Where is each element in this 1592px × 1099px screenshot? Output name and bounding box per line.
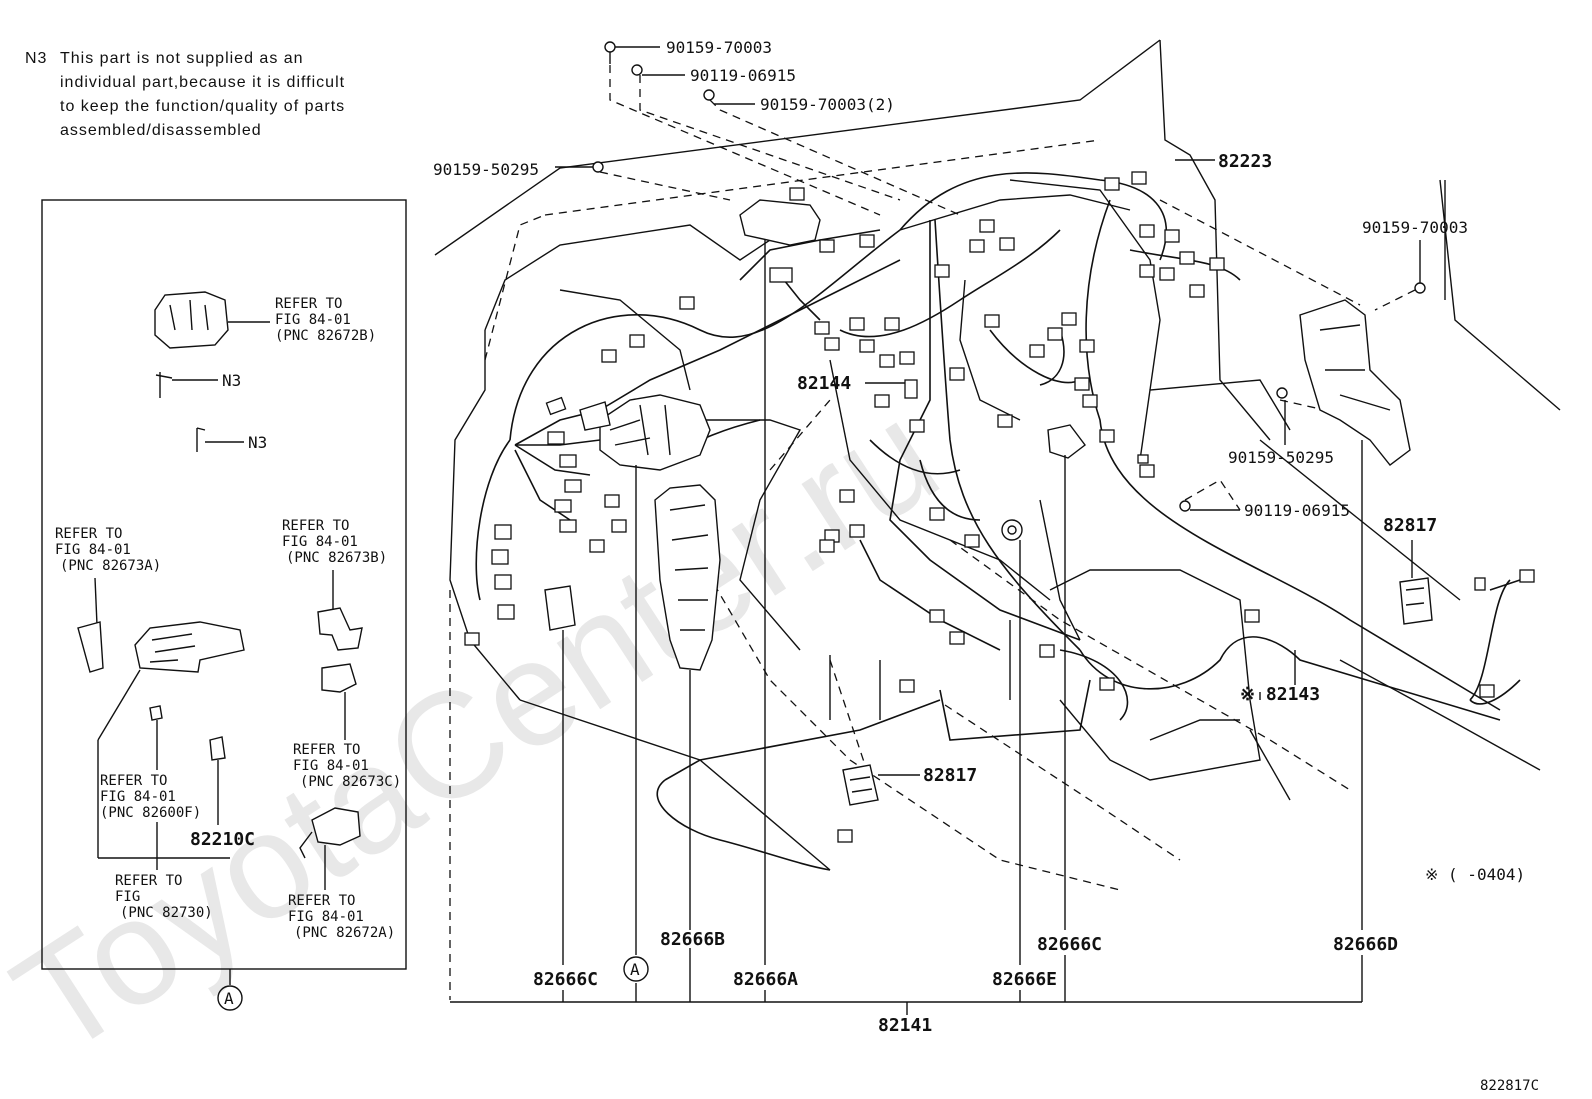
inset-ref-2: REFER TO FIG 84-01 (PNC 82673A) — [55, 526, 161, 673]
label-82817-mid: 82817 — [923, 765, 977, 786]
clip-82666e — [1001, 519, 1023, 541]
sensor-82817-right — [1399, 577, 1433, 625]
inset-circle-a — [217, 985, 243, 1011]
svg-text:REFER TO: REFER TO — [275, 296, 342, 312]
relay-block-main — [579, 394, 711, 471]
svg-text:FIG: FIG — [115, 889, 140, 905]
label-82666c-right: 82666C — [1037, 934, 1102, 955]
note-line-1: This part is not supplied as an — [60, 50, 304, 67]
label-82666c-left: 82666C — [533, 969, 598, 990]
bracket-82666c-left — [544, 585, 576, 631]
label-90159-50295-right: 90159-50295 — [1228, 448, 1334, 467]
inset-ref-6: REFER TO FIG (PNC 82730) — [115, 873, 213, 921]
svg-text:FIG 84-01: FIG 84-01 — [275, 312, 351, 328]
label-90159-70003-top: 90159-70003 — [666, 38, 772, 57]
svg-text:(PNC 82672A): (PNC 82672A) — [294, 925, 395, 941]
inset-fuse-2 — [209, 736, 226, 825]
ecu-82223 — [1299, 299, 1411, 466]
svg-text:FIG 84-01: FIG 84-01 — [288, 909, 364, 925]
main-labels: 90159-70003 90119-06915 90159-70003(2) 9… — [433, 38, 1539, 1094]
inset-ref-3: REFER TO FIG 84-01 (PNC 82673B) — [282, 518, 387, 651]
note-line-2: individual part,because it is difficult — [60, 74, 345, 91]
harness-connectors — [464, 171, 1535, 843]
label-82817-right: 82817 — [1383, 515, 1437, 536]
main-circle-a — [623, 956, 649, 982]
svg-text:FIG 84-01: FIG 84-01 — [55, 542, 131, 558]
svg-text:FIG 84-01: FIG 84-01 — [100, 789, 176, 805]
label-82666e: 82666E — [992, 969, 1057, 990]
note-code: N3 — [25, 50, 47, 67]
label-82143: ※ 82143 — [1240, 684, 1320, 705]
n3-label-1: N3 — [222, 371, 241, 390]
inset-panel: REFER TO FIG 84-01 (PNC 82672B) N3 N3 RE… — [41, 199, 407, 1011]
inset-ref-1: REFER TO FIG 84-01 (PNC 82672B) — [275, 296, 376, 344]
label-82666b: 82666B — [660, 929, 725, 950]
note-line-3: to keep the function/quality of parts — [60, 98, 345, 115]
label-82223: 82223 — [1218, 151, 1272, 172]
svg-text:REFER TO: REFER TO — [115, 873, 182, 889]
svg-text:REFER TO: REFER TO — [55, 526, 122, 542]
note-block: N3 This part is not supplied as an indiv… — [25, 50, 345, 139]
svg-text:REFER TO: REFER TO — [282, 518, 349, 534]
label-82666a: 82666A — [733, 969, 798, 990]
inset-fuse-1 — [149, 705, 163, 770]
svg-text:REFER TO: REFER TO — [100, 773, 167, 789]
svg-text:(PNC 82672B): (PNC 82672B) — [275, 328, 376, 344]
svg-text:REFER TO: REFER TO — [288, 893, 355, 909]
svg-text:FIG 84-01: FIG 84-01 — [282, 534, 358, 550]
svg-text:A: A — [224, 989, 234, 1008]
label-90159-70003-2: 90159-70003(2) — [760, 95, 895, 114]
junction-top-box — [739, 199, 821, 246]
label-90119-06915-right: 90119-06915 — [1244, 501, 1350, 520]
n3-screw-2: N3 — [196, 427, 267, 452]
inset-junction-block — [97, 621, 245, 858]
svg-text:FIG 84-01: FIG 84-01 — [293, 758, 369, 774]
n3-screw-1: N3 — [155, 371, 241, 398]
label-90159-70003-right: 90159-70003 — [1362, 218, 1468, 237]
svg-text:(PNC 82673A): (PNC 82673A) — [60, 558, 161, 574]
inset-ref-7: REFER TO FIG 84-01 (PNC 82672A) — [288, 893, 395, 941]
inset-ref-4: REFER TO FIG 84-01 (PNC 82673C) — [293, 742, 401, 790]
label-82666d: 82666D — [1333, 934, 1398, 955]
ecu-bracket-82666b — [654, 484, 721, 671]
part-82210c: 82210C — [190, 829, 255, 850]
svg-text:(PNC 82730): (PNC 82730) — [120, 905, 213, 921]
dashed-guides — [449, 65, 1416, 1000]
watermark: ToyotaCenter.ru — [0, 369, 966, 1087]
svg-text:(PNC 82673C): (PNC 82673C) — [300, 774, 401, 790]
svg-text:(PNC 82600F): (PNC 82600F) — [100, 805, 201, 821]
bolts — [592, 41, 1426, 512]
figure-code: 822817C — [1480, 1078, 1539, 1094]
label-82141: 82141 — [878, 1015, 932, 1036]
sensor-82817-mid — [842, 764, 879, 806]
wiring-harness — [475, 172, 1521, 871]
main-circle-a-text: A — [630, 960, 640, 979]
inset-frame — [41, 199, 407, 970]
n3-label-2: N3 — [248, 433, 267, 452]
label-90159-50295-top: 90159-50295 — [433, 160, 539, 179]
relay-block-82672b — [154, 291, 270, 349]
svg-text:(PNC 82673B): (PNC 82673B) — [286, 550, 387, 566]
label-90119-06915-top: 90119-06915 — [690, 66, 796, 85]
inset-ref-5: REFER TO FIG 84-01 (PNC 82600F) — [100, 773, 201, 821]
relay-82673c — [321, 663, 357, 740]
label-82144: 82144 — [797, 373, 851, 394]
leader-lines — [450, 46, 1421, 1015]
relay-82672a — [299, 807, 361, 890]
label-note-0404: ※ ( -0404) — [1425, 865, 1525, 884]
dashboard-outline — [434, 39, 1561, 871]
clip-82666c-right — [1047, 424, 1086, 459]
note-line-4: assembled/disassembled — [60, 122, 262, 139]
svg-text:REFER TO: REFER TO — [293, 742, 360, 758]
